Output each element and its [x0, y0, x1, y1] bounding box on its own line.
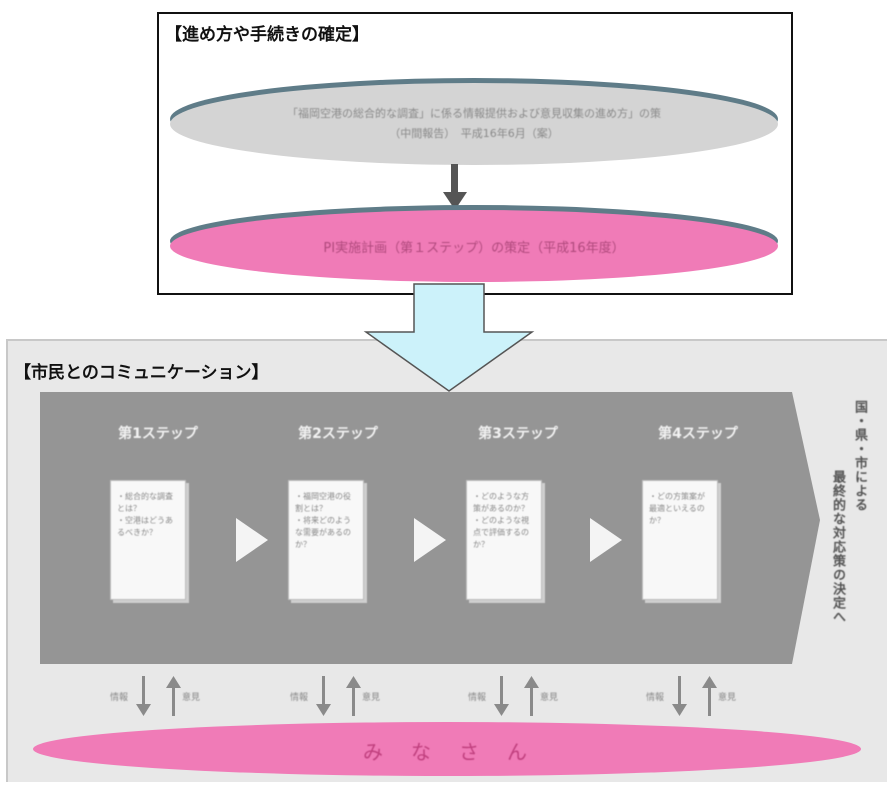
info-down-arrow-icon [672, 704, 687, 716]
opinion-up-arrow-icon [346, 676, 361, 688]
decision-text-line2: 最終的な対応策の決定へ [830, 470, 845, 624]
info-label: 情報 [110, 693, 129, 703]
step-1-question: ・空港はどうあるべきか？ [117, 516, 173, 537]
opinion-label: 意見 [182, 693, 201, 703]
step-1-question: ・総合的な調査とは？ [117, 492, 173, 513]
plan-text: PI実施計画（第１ステップ）の策定（平成16年度） [323, 240, 625, 256]
info-label: 情報 [290, 693, 309, 703]
info-label: 情報 [468, 693, 487, 703]
decision-text-line1: 国・県・市による [852, 400, 867, 512]
next-step-icon [414, 518, 446, 562]
proposal-text-line2: （中間報告） 平成16年6月（案） [389, 127, 559, 140]
transition-arrow-icon [363, 283, 535, 392]
opinion-up-arrow-icon [702, 676, 717, 688]
step-4-question: ・どの方策案が最適といえるのか？ [649, 492, 705, 525]
next-step-icon [236, 518, 268, 562]
step-2-booklet: ・福岡空港の役割とは？ ・将来どのような需要があるのか？ [288, 480, 364, 600]
step-3-title: 第3ステップ [478, 426, 558, 442]
proposal-ellipse: 「福岡空港の総合的な調査」に係る情報提供および意見収集の進め方」の策 （中間報告… [170, 83, 778, 165]
info-down-arrow-icon [494, 704, 509, 716]
opinion-up-arrow-icon [166, 676, 181, 688]
step-1-title: 第1ステップ [118, 426, 198, 442]
step-2-question: ・将来どのような需要があるのか？ [295, 516, 351, 549]
public-label: み な さ ん [363, 740, 531, 764]
opinion-label: 意見 [540, 693, 559, 703]
info-label: 情報 [646, 693, 665, 703]
plan-ellipse: PI実施計画（第１ステップ）の策定（平成16年度） [170, 210, 778, 282]
next-step-icon [590, 518, 622, 562]
step-3-booklet: ・どのような方策があるのか？ ・どのような視点で評価するのか？ [466, 480, 542, 600]
process-heading: 【進め方や手続きの確定】 [165, 25, 369, 45]
step-1-booklet: ・総合的な調査とは？ ・空港はどうあるべきか？ [110, 480, 186, 600]
step-2-title: 第2ステップ [298, 426, 378, 442]
step-3-question: ・どのような視点で評価するのか？ [473, 516, 529, 549]
opinion-label: 意見 [718, 693, 737, 703]
communication-heading: 【市民とのコミュニケーション】 [14, 363, 269, 383]
step-3-question: ・どのような方策があるのか？ [473, 492, 529, 513]
opinion-label: 意見 [362, 693, 381, 703]
info-down-arrow-icon [316, 704, 331, 716]
opinion-up-arrow-icon [524, 676, 539, 688]
public-ellipse [33, 722, 861, 776]
step-4-title: 第4ステップ [658, 426, 738, 442]
info-down-arrow-icon [136, 704, 151, 716]
down-arrow-icon [443, 164, 467, 210]
step-2-question: ・福岡空港の役割とは？ [295, 492, 351, 513]
proposal-text-line1: 「福岡空港の総合的な調査」に係る情報提供および意見収集の進め方」の策 [287, 107, 661, 120]
step-4-booklet: ・どの方策案が最適といえるのか？ [642, 480, 718, 600]
